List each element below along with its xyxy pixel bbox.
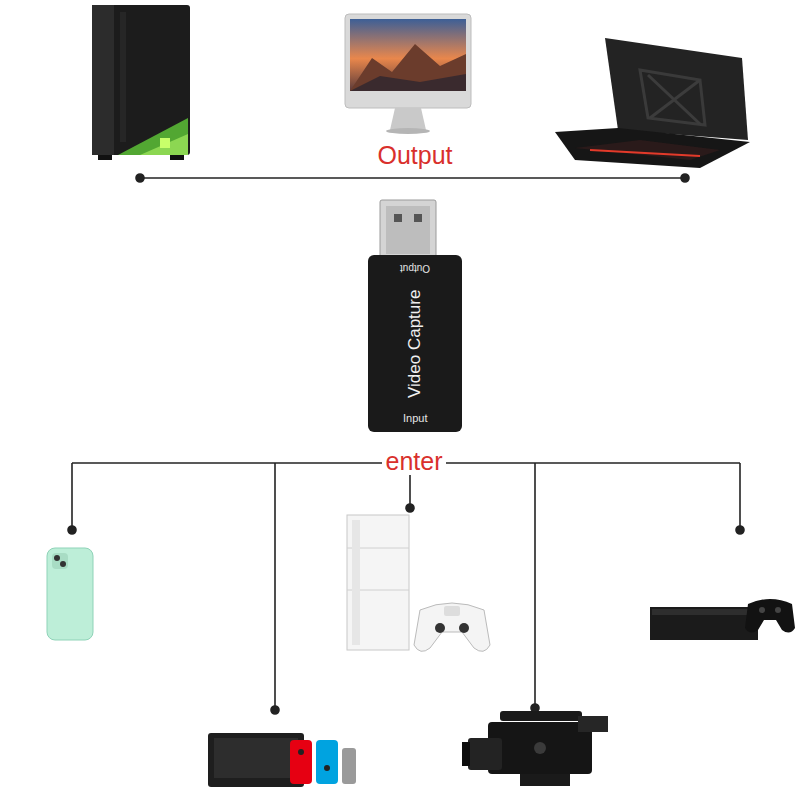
switch-icon-part — [214, 738, 298, 778]
playstation-icon-part — [414, 603, 490, 651]
camcorder-icon-part — [462, 742, 470, 766]
xbox-icon-part — [652, 609, 756, 615]
input-lines-part — [736, 526, 744, 534]
laptop-icon-part — [640, 70, 705, 125]
playstation-icon-part — [444, 606, 460, 616]
port-label: enter — [382, 447, 447, 476]
camcorder-icon-part — [534, 742, 546, 754]
xbox-icon-part — [759, 607, 765, 613]
phone-icon-part — [52, 553, 68, 569]
output-line-part — [681, 174, 689, 182]
switch-icon-part — [298, 749, 304, 755]
all-in-one-computer-icon-part — [345, 14, 471, 108]
desktop-tower-icon — [92, 5, 190, 160]
laptop-icon-part — [590, 150, 700, 156]
playstation-icon-part — [347, 515, 409, 650]
input-lines-part — [406, 504, 414, 512]
laptop-icon-part — [648, 75, 700, 124]
desktop-tower-icon-part — [92, 5, 190, 155]
device-marking: Video Capture — [405, 289, 425, 397]
switch-icon — [208, 733, 356, 787]
phone-icon-part — [54, 555, 60, 561]
desktop-tower-icon-part — [160, 138, 170, 148]
usb-plug-part — [394, 214, 402, 222]
output-line-part — [136, 174, 144, 182]
capture-dongle: OutputVideo CaptureInput — [368, 255, 462, 432]
playstation-icon-part — [435, 623, 445, 633]
input-lines-part — [271, 706, 279, 714]
usb-plug-part — [414, 214, 422, 222]
output-line-part — [140, 177, 685, 179]
input-lines-part — [739, 463, 741, 530]
input-lines-part — [71, 463, 73, 530]
device-marking: Input — [403, 412, 427, 425]
camcorder-icon — [462, 711, 608, 786]
xbox-icon — [650, 599, 795, 640]
desktop-tower-icon-part — [140, 134, 188, 155]
phone-icon — [47, 548, 93, 640]
camcorder-icon-part — [578, 716, 608, 732]
desktop-tower-icon-part — [120, 12, 126, 142]
xbox-icon-part — [745, 599, 795, 633]
laptop-icon-part — [650, 80, 700, 118]
all-in-one-computer-icon-part — [390, 108, 426, 130]
desktop-tower-icon-part — [118, 118, 188, 155]
laptop-icon — [555, 38, 750, 168]
switch-icon-part — [324, 765, 330, 771]
usb-plug-part — [386, 206, 430, 254]
input-lines-part — [68, 526, 76, 534]
xbox-icon-part — [650, 607, 758, 640]
camcorder-icon-part — [520, 774, 570, 786]
input-lines-part — [534, 463, 536, 708]
all-in-one-computer-icon-part — [350, 74, 466, 91]
port-label: Output — [373, 141, 456, 170]
laptop-icon-part — [605, 38, 748, 140]
input-lines — [68, 463, 744, 714]
playstation-icon — [347, 515, 490, 651]
input-lines-part — [274, 463, 276, 710]
desktop-tower-icon-part — [92, 5, 114, 155]
phone-icon-part — [60, 561, 66, 567]
camcorder-icon-part — [500, 711, 582, 721]
desktop-tower-icon-part — [170, 155, 184, 160]
playstation-icon-part — [459, 623, 469, 633]
all-in-one-computer-icon-part — [386, 128, 430, 134]
camcorder-icon-part — [488, 722, 592, 774]
switch-icon-part — [290, 740, 312, 784]
switch-icon-part — [208, 733, 304, 787]
all-in-one-computer-icon-part — [350, 19, 466, 91]
switch-icon-part — [316, 740, 338, 784]
playstation-icon-part — [352, 520, 360, 645]
usb-plug-part — [380, 200, 436, 260]
output-line — [136, 174, 689, 182]
device-marking: Output — [400, 262, 430, 274]
desktop-tower-icon-part — [98, 155, 112, 160]
all-in-one-computer-icon — [345, 14, 471, 134]
input-lines-part — [531, 704, 539, 712]
all-in-one-computer-icon-part — [350, 44, 466, 91]
laptop-icon-part — [575, 140, 720, 160]
phone-icon-part — [47, 548, 93, 640]
camcorder-icon-part — [468, 738, 502, 770]
xbox-icon-part — [775, 607, 781, 613]
laptop-icon-part — [555, 128, 750, 168]
usb-plug — [380, 200, 436, 260]
switch-icon-part — [342, 748, 356, 784]
